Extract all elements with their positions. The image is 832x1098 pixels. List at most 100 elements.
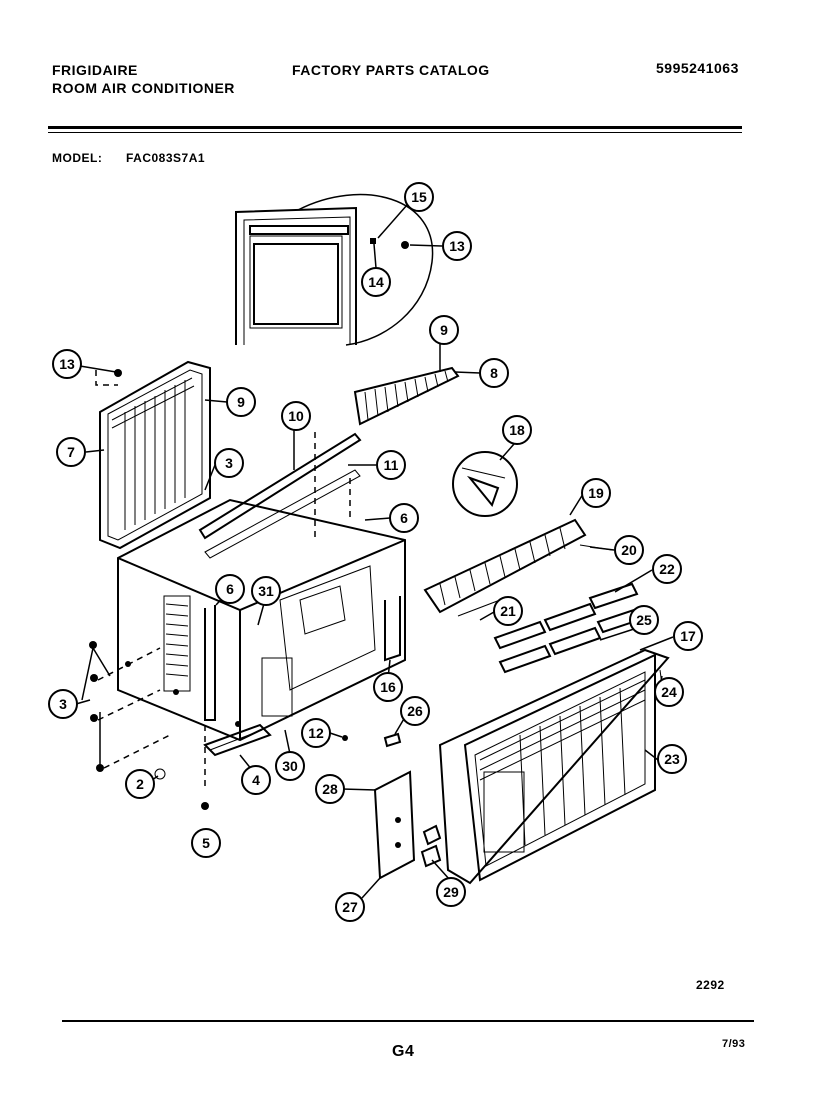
svg-text:4: 4 — [252, 772, 260, 788]
svg-text:2: 2 — [136, 776, 144, 792]
callout-6: 6 — [215, 574, 245, 604]
svg-text:17: 17 — [680, 628, 696, 644]
top-rail — [198, 432, 362, 559]
callout-12: 12 — [301, 718, 331, 748]
callout-9: 9 — [226, 387, 256, 417]
washer — [154, 768, 166, 780]
svg-text:11: 11 — [384, 457, 399, 473]
svg-text:9: 9 — [237, 394, 245, 410]
svg-text:10: 10 — [288, 408, 304, 424]
leader-lines — [75, 204, 674, 899]
callout-3: 3 — [48, 689, 78, 719]
callout-4: 4 — [241, 765, 271, 795]
svg-text:19: 19 — [588, 485, 604, 501]
product-name: ROOM AIR CONDITIONER — [52, 80, 235, 96]
svg-text:9: 9 — [440, 322, 448, 338]
bracket-detail — [452, 451, 518, 517]
detail-inset-front-panel — [235, 193, 434, 346]
cabinet-hole — [235, 721, 241, 727]
svg-text:8: 8 — [490, 365, 498, 381]
svg-text:3: 3 — [59, 696, 67, 712]
callout-21: 21 — [493, 596, 523, 626]
model-number: FAC083S7A1 — [126, 151, 206, 165]
svg-text:6: 6 — [400, 510, 408, 526]
panel-screw — [114, 369, 122, 377]
svg-text:30: 30 — [282, 758, 298, 774]
callout-13: 13 — [442, 231, 472, 261]
callout-18: 18 — [502, 415, 532, 445]
small-parts — [329, 732, 402, 748]
callout-26: 26 — [400, 696, 430, 726]
callout-27: 27 — [335, 892, 365, 922]
callout-31: 31 — [251, 576, 281, 606]
header-rule-bottom — [48, 132, 742, 133]
callout-2: 2 — [125, 769, 155, 799]
catalog-title: FACTORY PARTS CATALOG — [292, 62, 490, 78]
screw-detail — [401, 241, 409, 249]
callout-28: 28 — [315, 774, 345, 804]
svg-text:26: 26 — [407, 703, 423, 719]
catalog-number: 5995241063 — [656, 60, 739, 76]
svg-text:27: 27 — [342, 899, 358, 915]
control-panel — [373, 770, 442, 880]
callout-9: 9 — [429, 315, 459, 345]
footer-rule — [62, 1020, 754, 1022]
front-grille — [438, 648, 670, 885]
cabinet-hole — [173, 689, 179, 695]
base-pan — [203, 723, 272, 757]
svg-text:24: 24 — [661, 684, 677, 700]
svg-text:13: 13 — [59, 356, 75, 372]
callout-14: 14 — [361, 267, 391, 297]
brand-name: FRIGIDAIRE — [52, 62, 138, 78]
callout-29: 29 — [436, 877, 466, 907]
svg-text:15: 15 — [411, 189, 427, 205]
svg-text:12: 12 — [308, 725, 324, 741]
model-label: MODEL: — [52, 151, 103, 165]
svg-text:20: 20 — [621, 542, 637, 558]
callout-8: 8 — [479, 358, 509, 388]
svg-text:29: 29 — [443, 884, 459, 900]
callout-20: 20 — [614, 535, 644, 565]
svg-text:31: 31 — [258, 583, 274, 599]
header-rule-top — [48, 126, 742, 129]
callout-17: 17 — [673, 621, 703, 651]
clip-detail — [370, 238, 376, 244]
svg-text:23: 23 — [664, 751, 680, 767]
svg-text:25: 25 — [636, 612, 652, 628]
svg-text:6: 6 — [226, 581, 234, 597]
callout-10: 10 — [281, 401, 311, 431]
callout-16: 16 — [373, 672, 403, 702]
callout-3: 3 — [214, 448, 244, 478]
callout-11: 11 — [376, 450, 406, 480]
svg-text:22: 22 — [659, 561, 675, 577]
cabinet-chassis — [117, 498, 406, 742]
callout-23: 23 — [657, 744, 687, 774]
callout-30: 30 — [275, 751, 305, 781]
callout-19: 19 — [581, 478, 611, 508]
callout-7: 7 — [56, 437, 86, 467]
callout-5: 5 — [191, 828, 221, 858]
svg-text:13: 13 — [449, 238, 465, 254]
drawing-number: 2292 — [696, 978, 725, 992]
svg-text:7: 7 — [67, 444, 75, 460]
callout-22: 22 — [652, 554, 682, 584]
page-code: G4 — [392, 1043, 415, 1060]
svg-text:28: 28 — [322, 781, 338, 797]
air-filter — [353, 366, 460, 426]
svg-text:3: 3 — [225, 455, 233, 471]
front-grille-panel — [95, 360, 211, 550]
svg-text:16: 16 — [380, 679, 396, 695]
callout-13: 13 — [52, 349, 82, 379]
callout-6: 6 — [389, 503, 419, 533]
side-screws — [81, 641, 171, 780]
revision-date: 7/93 — [722, 1038, 746, 1050]
callout-25: 25 — [629, 605, 659, 635]
svg-text:5: 5 — [202, 835, 210, 851]
svg-text:14: 14 — [368, 274, 384, 290]
callout-15: 15 — [404, 182, 434, 212]
bottom-screw — [201, 725, 209, 810]
callout-24: 24 — [654, 677, 684, 707]
svg-text:21: 21 — [500, 603, 516, 619]
vane-blades — [493, 582, 647, 674]
